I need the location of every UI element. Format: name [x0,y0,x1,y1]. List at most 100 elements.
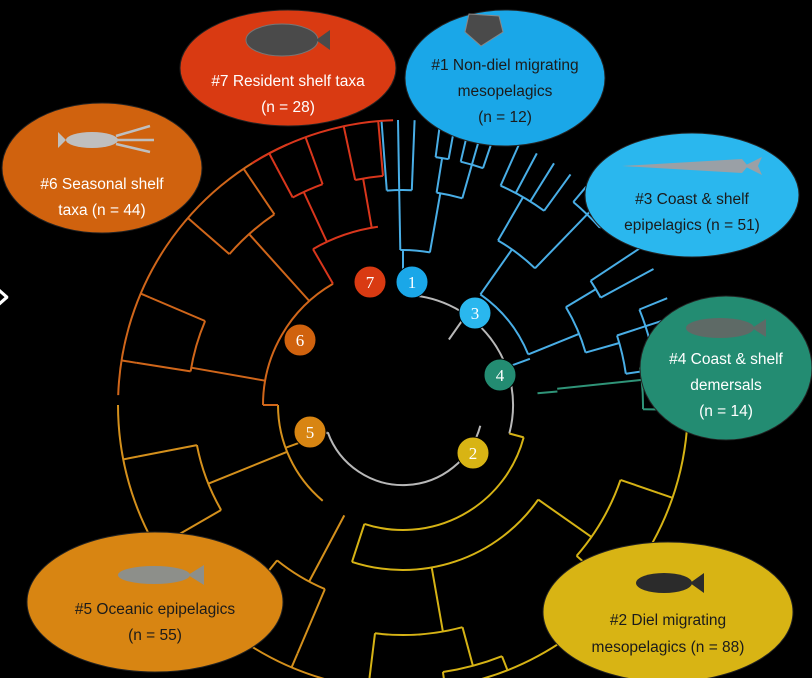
branch-radial [191,366,266,382]
node-circle [458,296,492,330]
node-number: 7 [366,273,375,292]
cluster-label-4: #4 Coast & shelf demersals (n = 14) [639,295,812,441]
branch-radial [362,178,373,228]
branch-radial [378,140,384,176]
label-line: #1 Non-diel migrating [431,57,578,74]
branch-radial [501,655,509,671]
branch-radial [308,514,346,583]
branch-radial [311,155,324,185]
branch-radial [600,268,654,299]
branch-radial [557,378,642,390]
label-bubble [26,531,284,673]
branch-radial [290,653,299,668]
node-circle [293,415,327,449]
label-line: #7 Resident shelf taxa [211,73,365,90]
fish-hatchetfish-icon [464,13,504,47]
branch-arc [442,655,503,673]
previous-slide-icon[interactable]: › [0,270,12,321]
branch-radial [380,120,388,191]
branch-arc [228,213,275,255]
fish-needlefish-icon [622,157,762,175]
label-line: mesopelagics (n = 88) [592,639,745,656]
cluster-node-1: 1 [395,265,429,299]
branch-radial [342,125,347,137]
branch-radial [198,227,231,255]
cluster-node-5: 5 [293,415,327,449]
node-number: 3 [471,304,480,323]
node-number: 4 [496,366,505,385]
branch-arc [497,239,536,270]
branch-arc [292,183,323,199]
branch-radial [430,567,444,632]
branch-radial [302,191,328,243]
cluster-label-7: #7 Resident shelf taxa(n = 28) [179,9,397,127]
squid-icon [58,124,154,154]
node-number: 1 [408,273,417,292]
label-line: #2 Diel migrating [610,612,726,629]
label-bubble [639,295,812,441]
label-line: epipelagics (n = 51) [624,217,760,234]
branch-radial [639,297,668,311]
label-line: demersals [690,377,762,394]
branch-arc [312,225,379,250]
branch-radial [268,152,278,168]
branch-radial [585,342,620,354]
branch-arc [479,293,530,355]
cluster-node-6: 6 [283,323,317,357]
branch-radial [207,450,288,485]
cluster-label-2: #2 Diel migrating mesopelagics (n = 88) [542,541,794,678]
cluster-node-7: 7 [353,265,387,299]
branch-radial [140,292,151,299]
branch-radial [435,157,444,193]
node-circle [283,323,317,357]
label-bubble [542,541,794,678]
node-circle [456,436,490,470]
cluster-label-5: #5 Oceanic epipelagics(n = 55) [26,531,284,673]
branch-radial [351,523,366,563]
branch-radial [123,455,139,461]
fish-herring-icon [118,565,204,585]
branch-radial [248,176,276,215]
branch-arc [195,444,222,511]
branch-radial [461,164,473,199]
branch-radial [312,248,334,285]
branch-radial [509,432,524,439]
branch-radial [304,136,314,157]
branch-radial [565,288,597,308]
label-line: #5 Oceanic epipelagics [75,601,236,618]
branch-radial [657,491,673,499]
label-line: #4 Coast & shelf [669,351,783,368]
branch-radial [187,217,200,229]
node-number: 5 [306,423,315,442]
branch-radial [398,189,402,251]
branch-radial [616,325,646,337]
branch-radial [368,633,376,678]
branch-arc [565,306,587,353]
label-line: (n = 14) [699,403,753,420]
branch-radial [344,135,357,181]
branch-radial [137,444,198,458]
branch-arc [189,320,207,372]
branch-radial [296,588,326,654]
node-circle [395,265,429,299]
node-circle [353,265,387,299]
label-bubble [1,102,203,234]
branch-radial [527,332,580,356]
branch-arc [374,626,463,636]
branch-radial [275,166,294,198]
branch-radial [543,173,572,212]
cluster-node-3: 3 [458,296,492,330]
branch-radial [121,359,137,364]
branch-radial [441,671,445,678]
branch-radial [410,120,416,191]
branch-radial [149,296,206,322]
label-line: taxa (n = 44) [58,202,145,219]
branch-radial [620,478,659,494]
node-circle [483,358,517,392]
arc-1234 [402,294,514,434]
